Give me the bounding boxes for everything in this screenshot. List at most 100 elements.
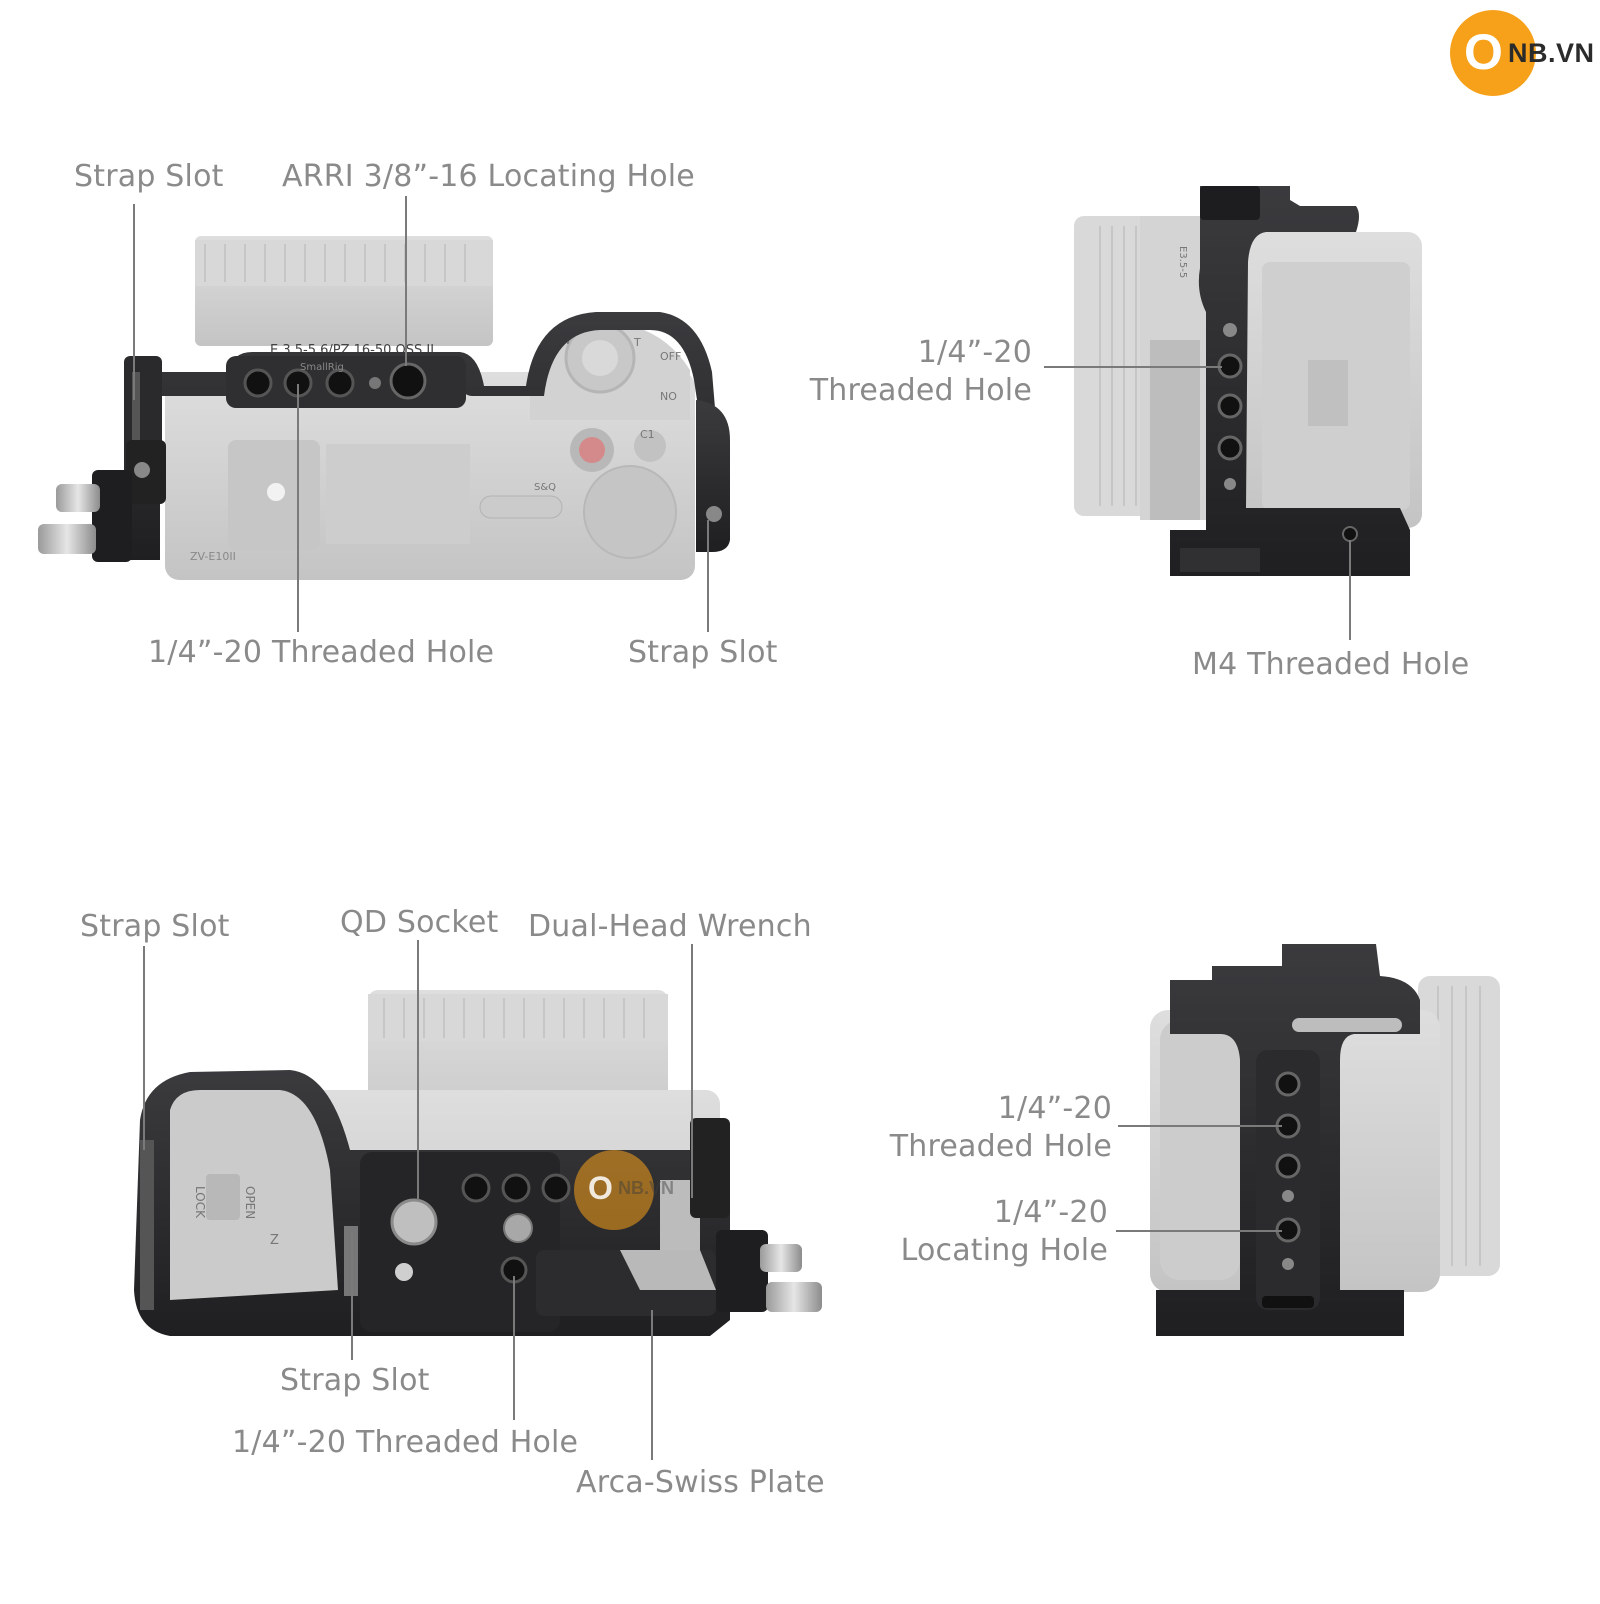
brand-engraving: SmallRig [300, 362, 344, 373]
on-label: NO [660, 390, 677, 403]
dual-head-wrench [620, 1250, 716, 1290]
label-strap-slot: Strap Slot [280, 1363, 430, 1398]
thumb-screw-knob [38, 524, 96, 554]
locating-pin [369, 377, 381, 389]
lock-label: LOCK [193, 1186, 207, 1219]
watermark-o: O [588, 1170, 613, 1206]
grip-texture [1150, 340, 1200, 520]
leader-lines [1116, 1125, 1282, 1232]
cage-top-notch [1200, 186, 1260, 220]
side-view-right: E3.5-5 [1044, 186, 1422, 640]
watermark-text: NB.VN [618, 1178, 675, 1198]
cage-base-block [360, 1152, 560, 1332]
cage-hole-small [1282, 1190, 1294, 1202]
c1-label: C1 [640, 428, 655, 441]
label-line: 1/4”-20 [997, 1091, 1112, 1126]
mode-dial-center [582, 340, 618, 376]
strap-slot [132, 372, 140, 442]
dial-t-label: T [633, 336, 641, 349]
threaded-hole [461, 1173, 491, 1203]
battery-latch [206, 1174, 240, 1220]
z-label: Z [270, 1233, 279, 1248]
leader-lines [133, 196, 709, 632]
label-strap-slot: Strap Slot [74, 159, 224, 194]
leader-lines [1044, 366, 1351, 640]
locating-pin [395, 1263, 413, 1281]
cage-hole-small [1282, 1258, 1294, 1270]
arri-locating-hole [389, 362, 427, 400]
cage-top-slot [1292, 1018, 1402, 1032]
c1-button [634, 430, 666, 462]
clamp-body-bottom [716, 1230, 768, 1312]
microphone-grille [326, 444, 470, 544]
battery-door-latch [1308, 360, 1348, 426]
clamp-body [92, 470, 132, 562]
body-model-label: ZV-E10II [190, 550, 236, 563]
label-arca-swiss-plate: Arca-Swiss Plate [576, 1465, 825, 1500]
label-arri-locating-hole: ARRI 3/8”-16 Locating Hole [282, 159, 695, 194]
hot-shoe-pin [267, 483, 285, 501]
grip-left [1160, 1020, 1240, 1280]
threaded-hole [325, 368, 355, 398]
open-label: OPEN [243, 1186, 257, 1219]
top-view: E 3.5-5.6/PZ 16-50 OSS II ZV-E10II C1 NO… [38, 196, 730, 632]
threaded-hole [1217, 435, 1243, 461]
strap-slot-edge [140, 1140, 154, 1310]
label-strap-slot: Strap Slot [628, 635, 778, 670]
cage-hole-small [1223, 323, 1237, 337]
brand-logo: O NB.VN [1450, 10, 1600, 100]
label-locating-hole: 1/4”-20 Locating Hole [856, 1194, 1108, 1270]
label-line: Threaded Hole [889, 1129, 1112, 1164]
off-label: OFF [660, 350, 681, 363]
brand-logo-circle [1450, 10, 1536, 96]
control-wheel [583, 465, 677, 559]
brand-logo-text: NB.VN [1508, 38, 1595, 68]
label-line: 1/4”-20 [917, 335, 1032, 370]
thumb-screw-knob [766, 1282, 822, 1312]
mount-screw [503, 1213, 533, 1243]
label-line: Threaded Hole [809, 373, 1032, 408]
leader-lines [143, 940, 693, 1460]
side-screw [706, 506, 722, 522]
cage-right-edge [690, 1118, 730, 1218]
threaded-hole [1275, 1153, 1301, 1179]
strap-slot-right-block [696, 400, 730, 552]
label-threaded-hole: 1/4”-20 Threaded Hole [148, 635, 495, 670]
baseplate-slot-left [1262, 1296, 1314, 1308]
label-threaded-hole: 1/4”-20 Threaded Hole [760, 334, 1032, 410]
label-line: 1/4”-20 [993, 1195, 1108, 1230]
threaded-hole [1217, 353, 1243, 379]
label-qd-socket: QD Socket [340, 905, 499, 940]
threaded-hole [243, 368, 273, 398]
threaded-hole [501, 1173, 531, 1203]
label-dual-head-wrench: Dual-Head Wrench [528, 909, 812, 944]
brand-logo-o: O [1464, 24, 1503, 80]
thumb-screw-knob [56, 484, 100, 512]
side-view-left [1116, 944, 1500, 1336]
threaded-hole [1217, 393, 1243, 419]
threaded-hole [541, 1173, 571, 1203]
bottom-view: LOCK OPEN Z [134, 940, 822, 1460]
mode-switch [479, 495, 563, 519]
label-threaded-hole: 1/4”-20 Threaded Hole [232, 1425, 579, 1460]
threaded-hole [1275, 1071, 1301, 1097]
sq-label: S&Q [534, 482, 556, 493]
lens-ribs [204, 244, 466, 282]
battery-door [170, 1090, 338, 1300]
thumb-screw-knob [760, 1244, 802, 1272]
cage-spine [1256, 1050, 1320, 1310]
lens-ribs-bottom [383, 998, 645, 1038]
baseplate-slot [1180, 548, 1260, 572]
label-strap-slot: Strap Slot [80, 909, 230, 944]
watermark: O NB.VN [574, 1150, 674, 1230]
record-button [579, 437, 605, 463]
label-threaded-hole: 1/4”-20 Threaded Hole [860, 1090, 1112, 1166]
e-mark-label: E3.5-5 [1177, 246, 1188, 278]
m4-threaded-hole [1342, 526, 1358, 542]
clamp-screw [134, 462, 150, 478]
cage-hole-small [1224, 478, 1236, 490]
qd-socket [390, 1198, 438, 1246]
label-line: Locating Hole [900, 1233, 1108, 1268]
